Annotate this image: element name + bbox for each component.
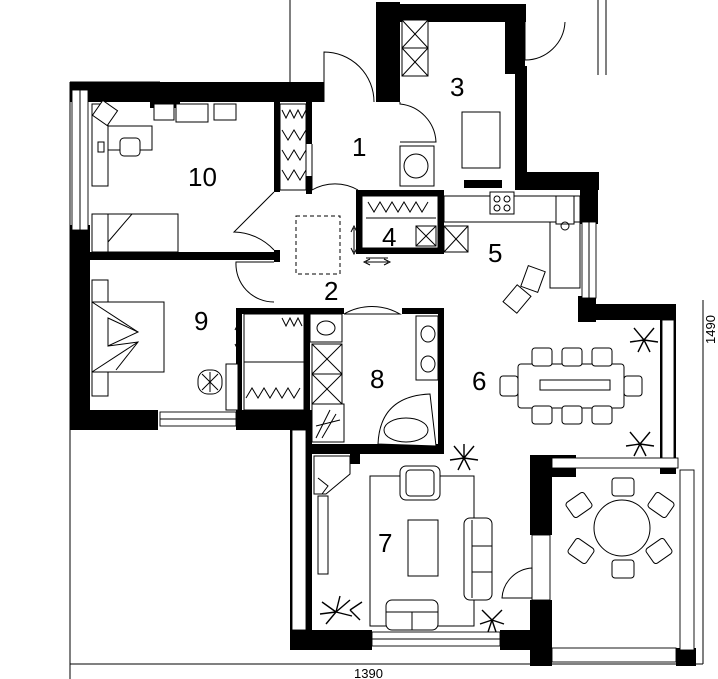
ceiling-marker — [295, 215, 341, 275]
room-label-10: 10 — [188, 162, 217, 192]
room-10-bedroom — [91, 99, 307, 253]
walls — [70, 2, 696, 666]
terrace-table — [565, 477, 675, 579]
room-label-2: 2 — [324, 276, 338, 306]
room-label-4: 4 — [382, 222, 396, 252]
room-5-kitchen — [443, 191, 581, 314]
room-label-9: 9 — [194, 306, 208, 336]
room-labels: 1 2 3 4 5 6 7 8 9 10 — [188, 72, 502, 558]
dimension-width: 1390 — [354, 666, 383, 679]
windows — [71, 89, 695, 663]
room-label-3: 3 — [450, 72, 464, 102]
room-7-living — [313, 455, 493, 631]
room-4-closet — [357, 195, 439, 259]
plants — [319, 327, 659, 633]
dimension-height: 1490 — [703, 315, 718, 344]
room-9-bedroom — [91, 279, 305, 411]
doors — [232, 21, 566, 599]
room-6-dining — [499, 347, 643, 425]
room-label-5: 5 — [488, 238, 502, 268]
room-3-furniture — [399, 19, 501, 187]
room-8-bathroom — [309, 313, 439, 447]
room-label-6: 6 — [472, 366, 486, 396]
room-label-8: 8 — [370, 364, 384, 394]
room-label-7: 7 — [378, 528, 392, 558]
sliding-markers — [234, 224, 392, 352]
room-label-1: 1 — [352, 132, 366, 162]
